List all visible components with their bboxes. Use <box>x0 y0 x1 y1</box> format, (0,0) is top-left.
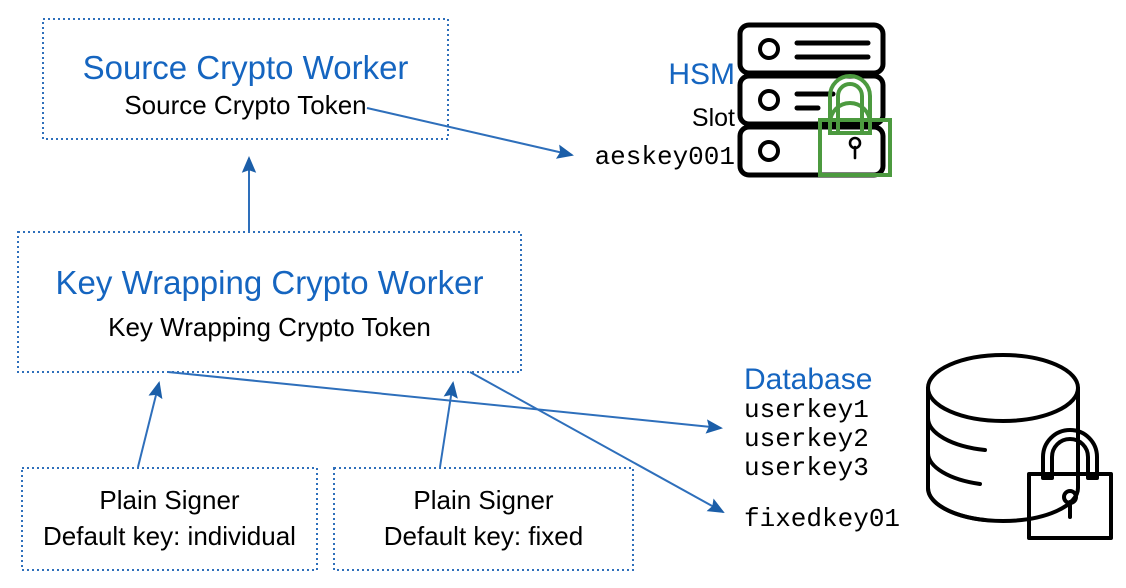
connector-signer-fixed-to-fixedkey <box>469 371 725 513</box>
plain-signer-individual-line2: Default key: individual <box>43 521 296 551</box>
plain-signer-individual-box <box>21 467 318 571</box>
database-key-2: userkey2 <box>744 424 869 454</box>
connector-signer-individual-to-keywrapping <box>137 381 163 468</box>
node-source-crypto-worker[interactable]: Source Crypto Worker Source Crypto Token <box>42 18 449 140</box>
hsm-group[interactable]: HSM Slot aeskey001 <box>595 22 892 178</box>
hsm-key-aeskey001: aeskey001 <box>595 142 735 172</box>
source-worker-title: Source Crypto Worker <box>83 49 409 86</box>
padlock-black-icon <box>1027 428 1113 540</box>
server-rack-icon <box>737 22 886 178</box>
database-key-fixed: fixedkey01 <box>744 504 900 534</box>
key-wrapping-worker-box <box>17 231 522 373</box>
padlock-green-icon <box>818 74 892 177</box>
key-wrapping-worker-subtitle: Key Wrapping Crypto Token <box>108 312 431 342</box>
plain-signer-fixed-line2: Default key: fixed <box>384 521 583 551</box>
plain-signer-fixed-line1: Plain Signer <box>413 485 554 515</box>
connector-keywrapping-to-userkeys <box>167 371 723 434</box>
connector-source-to-aeskey <box>366 107 574 159</box>
source-worker-box <box>42 18 449 140</box>
source-worker-subtitle: Source Crypto Token <box>124 90 366 120</box>
connector-signer-fixed-to-keywrapping <box>439 381 458 468</box>
key-wrapping-worker-title: Key Wrapping Crypto Worker <box>56 264 484 301</box>
database-group[interactable]: Database userkey1 userkey2 userkey3 fixe… <box>744 353 1113 540</box>
database-title: Database <box>744 363 872 396</box>
plain-signer-individual-line1: Plain Signer <box>99 485 240 515</box>
database-cylinder-icon <box>926 353 1080 523</box>
database-key-1: userkey1 <box>744 395 869 425</box>
database-key-3: userkey3 <box>744 453 869 483</box>
node-plain-signer-individual[interactable]: Plain Signer Default key: individual <box>21 467 318 571</box>
hsm-title: HSM <box>668 58 735 91</box>
hsm-subtitle: Slot <box>692 104 735 132</box>
node-key-wrapping-crypto-worker[interactable]: Key Wrapping Crypto Worker Key Wrapping … <box>17 231 522 373</box>
node-plain-signer-fixed[interactable]: Plain Signer Default key: fixed <box>333 467 634 571</box>
plain-signer-fixed-box <box>333 467 634 571</box>
